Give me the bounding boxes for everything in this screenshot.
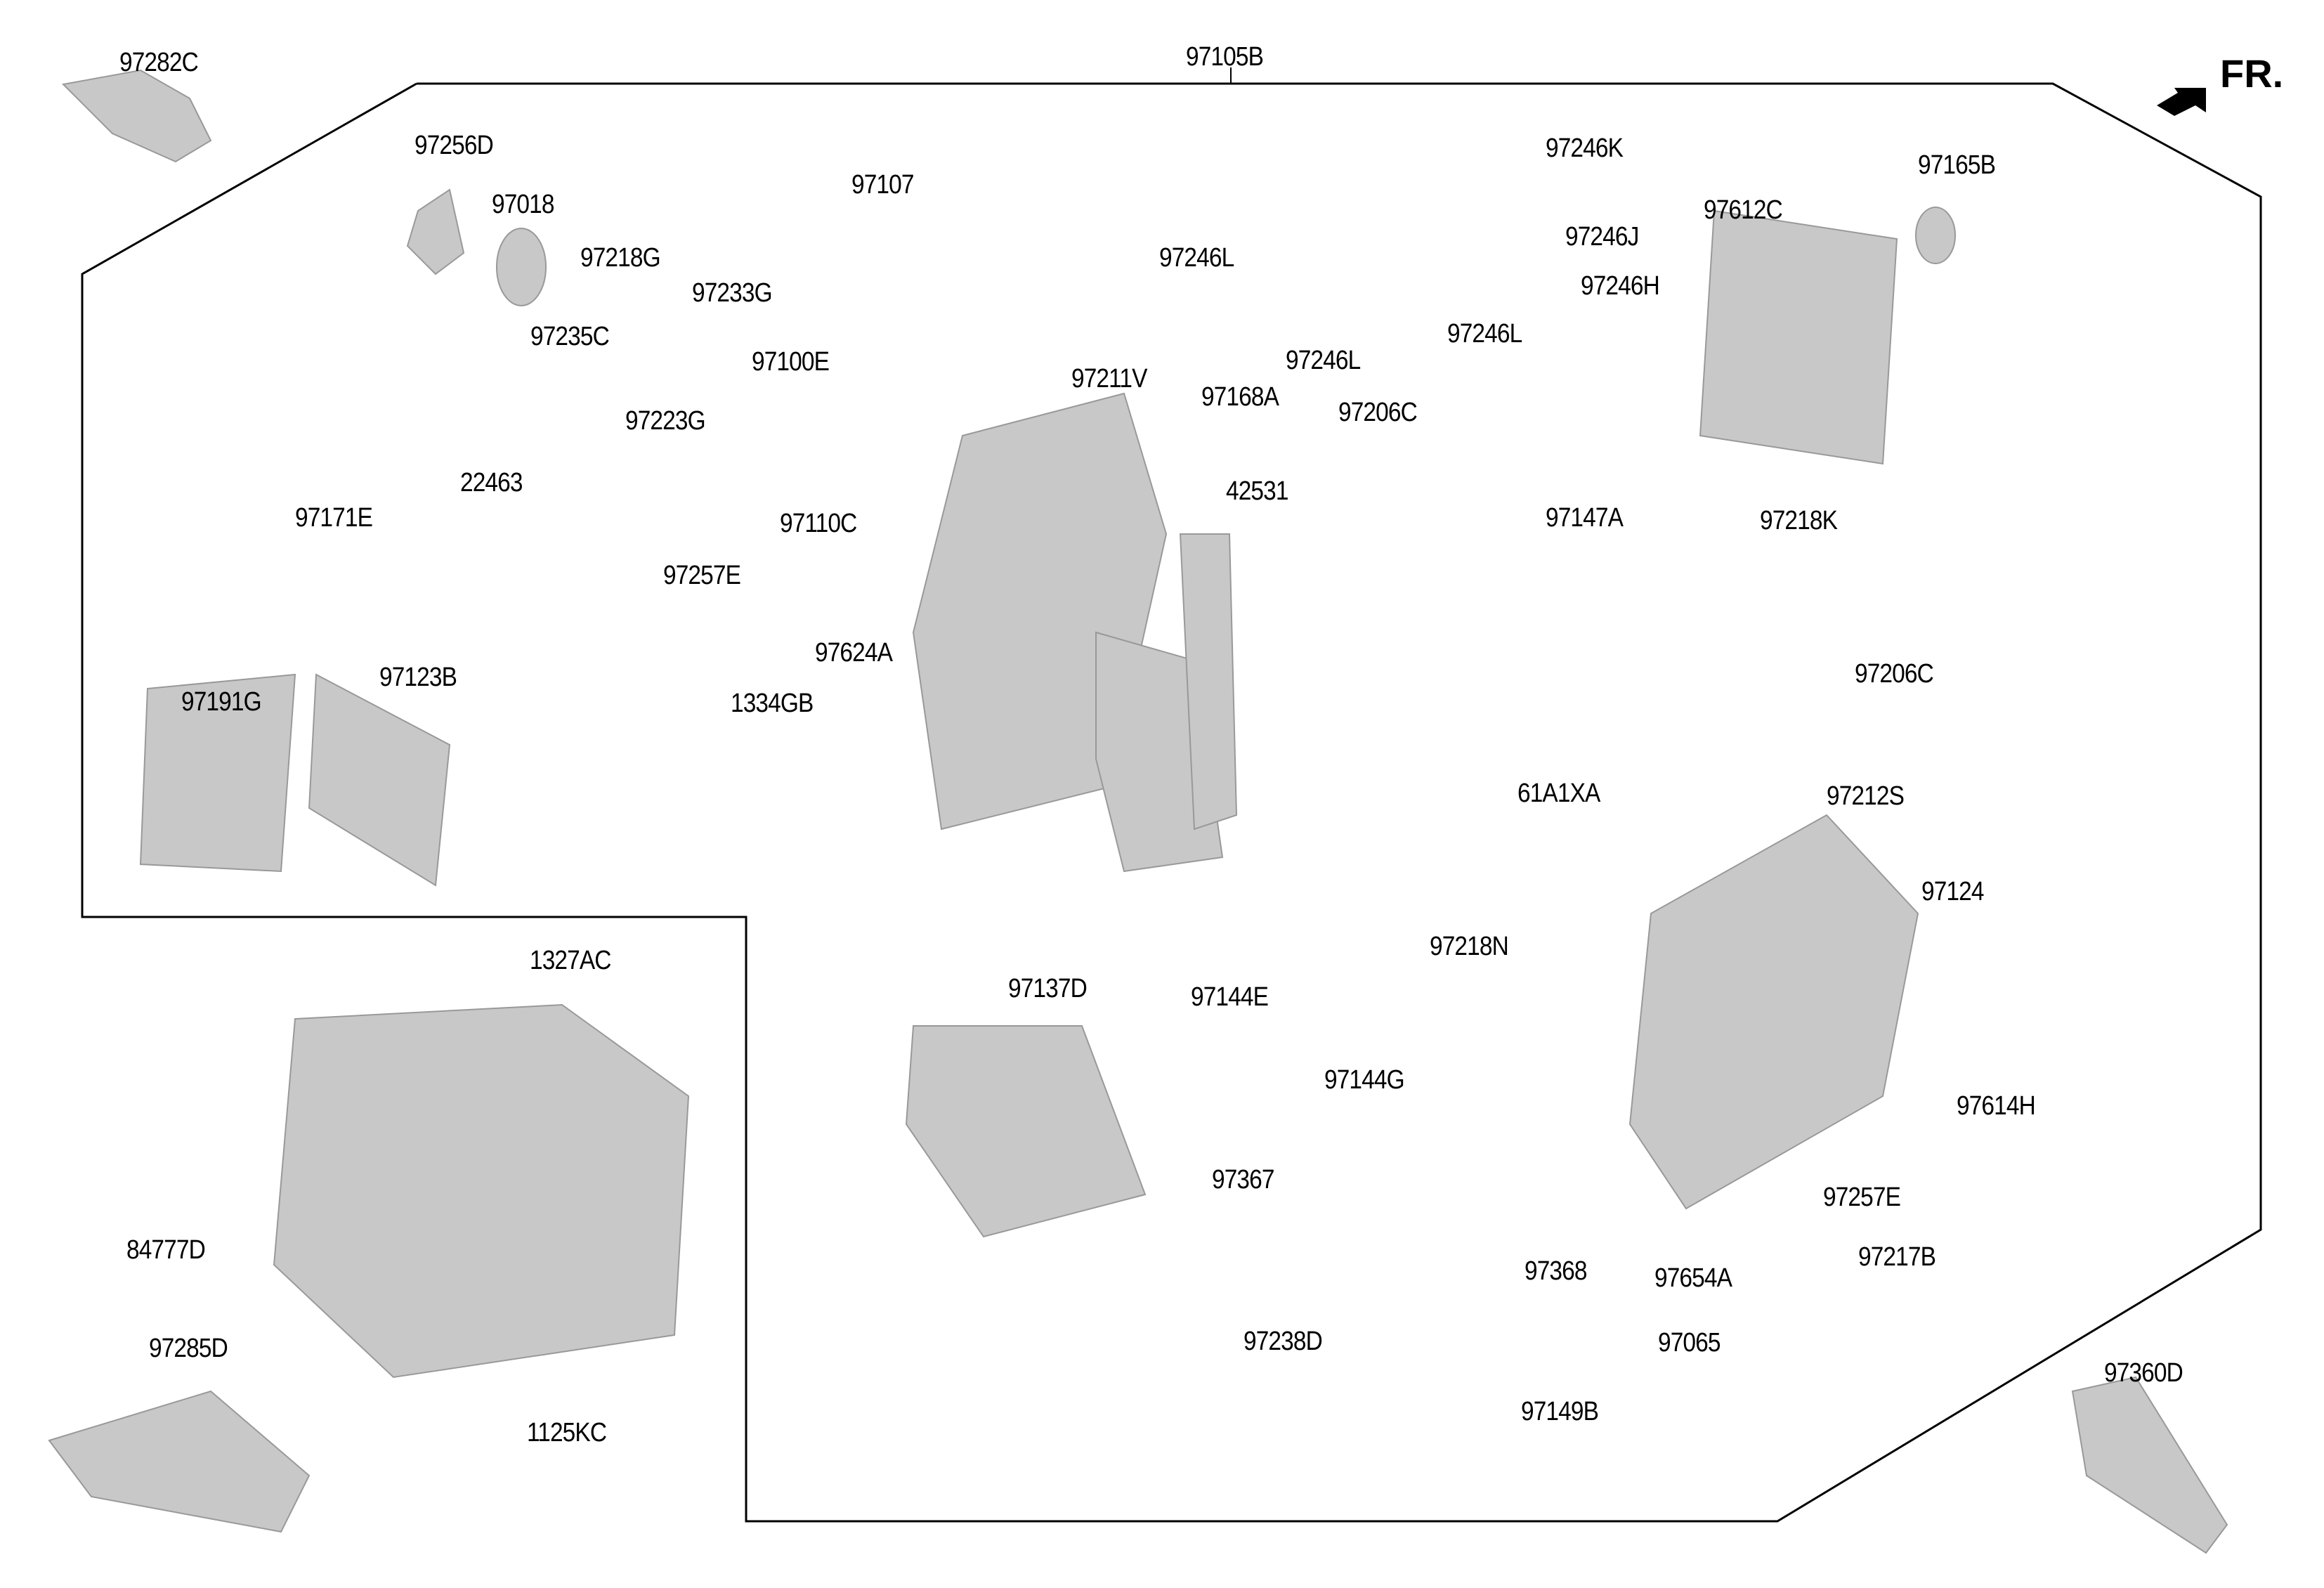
part-label-97107: 97107 (851, 170, 914, 200)
part-label-97171E: 97171E (295, 503, 373, 533)
part-label-97654A: 97654A (1654, 1263, 1732, 1293)
part-label-97137D: 97137D (1008, 974, 1088, 1003)
part-label-97165B: 97165B (1918, 150, 1996, 180)
part-label-97144G: 97144G (1324, 1065, 1405, 1095)
part-label-97110C: 97110C (780, 509, 857, 538)
part-label-97147A: 97147A (1546, 503, 1624, 533)
part-label-97218N: 97218N (1430, 932, 1509, 961)
part-label-97282C: 97282C (119, 48, 199, 77)
part-label-97246L: 97246L (1159, 243, 1234, 273)
part-label-97238D: 97238D (1243, 1327, 1323, 1356)
part-97123B (308, 673, 451, 887)
part-label-1334GB: 1334GB (731, 689, 814, 718)
part-label-97246K: 97246K (1546, 134, 1624, 163)
part-assembly (273, 1003, 690, 1379)
part-97191G (139, 673, 296, 873)
front-arrow-icon (2157, 88, 2206, 116)
part-97137D (905, 1025, 1147, 1238)
part-42531 (1179, 533, 1238, 831)
part-97285D (48, 1390, 311, 1533)
part-label-97168A: 97168A (1201, 382, 1279, 412)
part-label-97223G: 97223G (625, 406, 706, 436)
part-label-97612C: 97612C (1704, 195, 1783, 225)
part-label-97246L: 97246L (1286, 346, 1361, 375)
front-label: FR. (2220, 51, 2284, 96)
part-label-97218G: 97218G (580, 243, 661, 273)
part-label-97211V: 97211V (1071, 364, 1147, 393)
part-label-97246L: 97246L (1447, 319, 1522, 349)
part-label-97191G: 97191G (181, 687, 262, 717)
part-label-1125KC: 1125KC (527, 1418, 607, 1447)
part-label-97100E: 97100E (752, 347, 830, 377)
part-label-97624A: 97624A (815, 638, 893, 668)
part-label-97212S: 97212S (1827, 781, 1905, 811)
part-97256D (406, 188, 465, 275)
part-97360D (2071, 1376, 2228, 1554)
part-label-97123B: 97123B (379, 663, 457, 692)
part-label-84777D: 84777D (126, 1235, 206, 1265)
part-97018 (496, 228, 547, 306)
part-label-97235C: 97235C (530, 322, 610, 351)
part-label-97124: 97124 (1921, 877, 1984, 906)
part-label-97218K: 97218K (1760, 506, 1838, 535)
part-label-97368: 97368 (1525, 1256, 1587, 1286)
part-97165B (1915, 207, 1956, 264)
part-97212S-housing (1628, 814, 1919, 1210)
part-label-97246J: 97246J (1565, 222, 1639, 252)
part-label-97257E: 97257E (663, 561, 741, 590)
part-label-97367: 97367 (1212, 1165, 1274, 1195)
part-label-97105B: 97105B (1186, 42, 1264, 72)
part-label-97149B: 97149B (1521, 1397, 1599, 1426)
part-label-97018: 97018 (492, 190, 554, 219)
part-label-61A1XA: 61A1XA (1517, 779, 1600, 808)
part-label-22463: 22463 (460, 468, 523, 497)
part-label-97257E: 97257E (1823, 1183, 1901, 1212)
part-label-1327AC: 1327AC (530, 946, 611, 975)
part-label-97065: 97065 (1658, 1328, 1721, 1358)
part-label-42531: 42531 (1226, 476, 1288, 506)
part-label-97206C: 97206C (1338, 398, 1418, 427)
part-label-97233G: 97233G (692, 278, 773, 308)
part-97282C (61, 69, 212, 163)
part-label-97246H: 97246H (1581, 271, 1660, 301)
part-label-97285D: 97285D (149, 1334, 228, 1363)
part-label-97217B: 97217B (1858, 1242, 1936, 1272)
part-label-97256D: 97256D (414, 131, 494, 160)
part-label-97144E: 97144E (1191, 982, 1269, 1012)
part-label-97360D: 97360D (2104, 1358, 2183, 1388)
part-97612C (1699, 209, 1898, 465)
boundary-line (81, 82, 2262, 1523)
part-label-97614H: 97614H (1957, 1091, 2036, 1121)
part-label-97206C: 97206C (1855, 659, 1934, 689)
